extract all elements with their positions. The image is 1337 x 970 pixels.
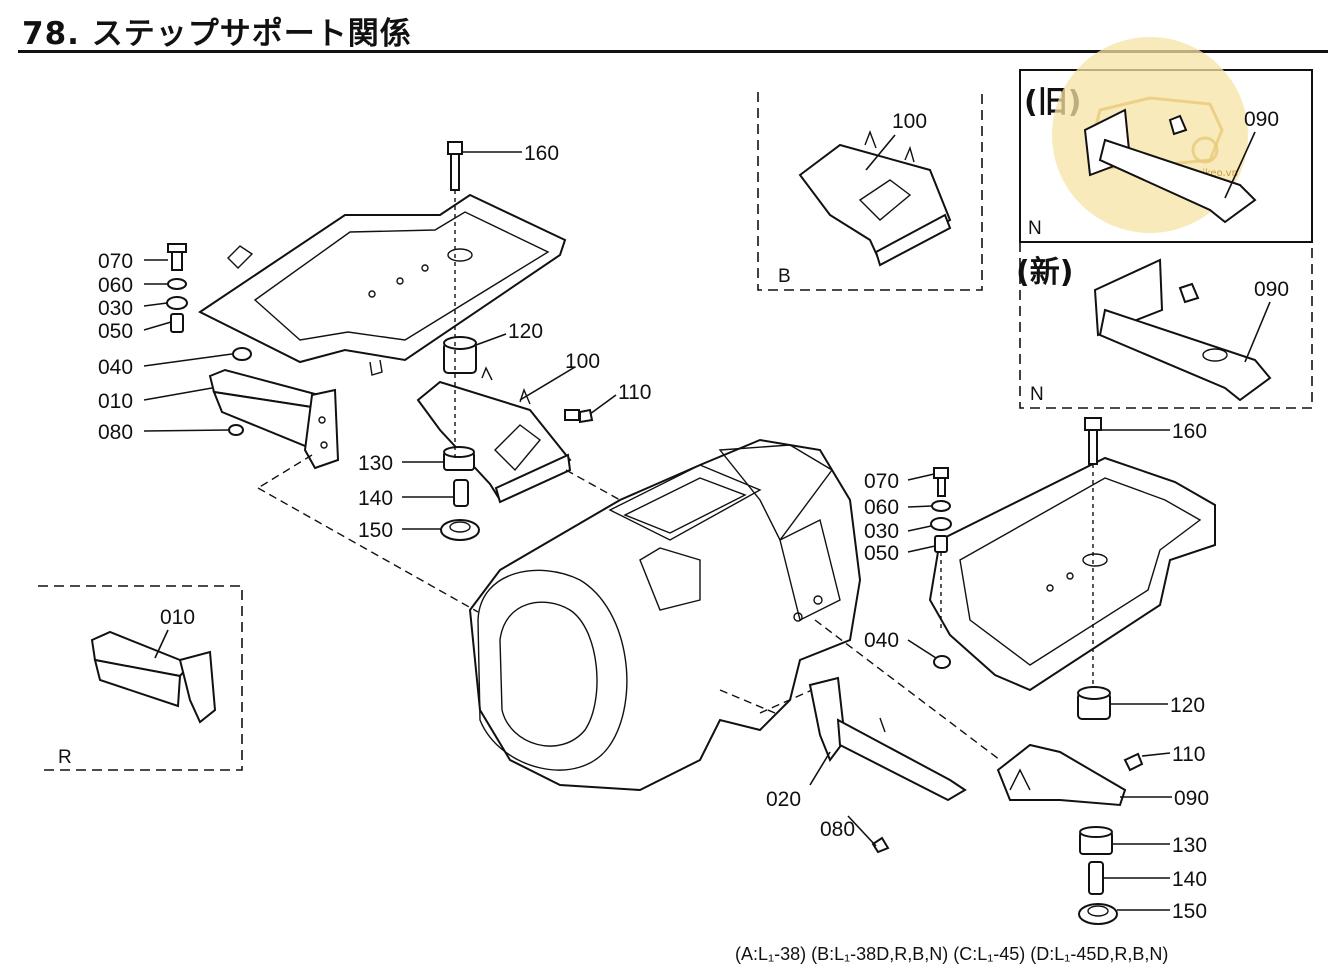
label-left-050: 050 xyxy=(98,320,133,343)
label-new-090: 090 xyxy=(1254,278,1289,301)
inset-box-b: B xyxy=(757,92,983,291)
label-left-110: 110 xyxy=(618,381,651,404)
label-left-160: 160 xyxy=(524,142,559,165)
inset-r-tag: R xyxy=(58,747,72,768)
label-left-130: 130 xyxy=(358,452,393,475)
label-right-150: 150 xyxy=(1172,900,1207,923)
label-right-050: 050 xyxy=(864,542,899,565)
label-left-070: 070 xyxy=(98,250,133,273)
inset-box-new: (新) N xyxy=(1016,242,1313,409)
label-left-030: 030 xyxy=(98,297,133,320)
label-left-060: 060 xyxy=(98,274,133,297)
new-tag: (新) xyxy=(1016,255,1073,290)
page-title: 78. ステップサポート関係 xyxy=(22,16,412,52)
label-r-010: 010 xyxy=(160,606,195,629)
part-labels: 160 070 060 030 050 040 010 080 120 100 … xyxy=(98,108,1289,923)
label-old-090: 090 xyxy=(1244,108,1279,131)
label-right-040: 040 xyxy=(864,629,899,652)
parts-diagram: B R (旧) N (新) N muoikeo.vn xyxy=(38,37,1313,925)
label-right-080: 080 xyxy=(820,818,855,841)
label-left-150: 150 xyxy=(358,519,393,542)
label-right-130: 130 xyxy=(1172,834,1207,857)
label-left-100: 100 xyxy=(565,350,600,373)
inset-new-n: N xyxy=(1030,384,1044,405)
inset-old-n: N xyxy=(1028,218,1042,239)
label-right-070: 070 xyxy=(864,470,899,493)
inset-b-part xyxy=(798,130,952,267)
label-right-020: 020 xyxy=(766,788,801,811)
inset-box-r: R xyxy=(38,585,243,771)
watermark-text: muoikeo.vn xyxy=(1180,168,1238,179)
leader-lines xyxy=(143,131,1271,911)
label-right-090: 090 xyxy=(1174,787,1209,810)
left-step-plate xyxy=(198,193,567,376)
label-right-160: 160 xyxy=(1172,420,1207,443)
right-bolt-stack xyxy=(930,467,952,669)
label-left-040: 040 xyxy=(98,356,133,379)
model-applicability-note: (A:L₁-38) (B:L₁-38D,R,B,N) (C:L₁-45) (D:… xyxy=(735,944,1169,964)
label-b-100: 100 xyxy=(892,110,927,133)
label-left-080: 080 xyxy=(98,421,133,444)
right-bracket-020 xyxy=(808,676,967,854)
left-bolt-160 xyxy=(447,141,463,460)
label-right-030: 030 xyxy=(864,520,899,543)
inset-new-part xyxy=(1093,258,1272,402)
right-mount-parts xyxy=(996,686,1144,925)
left-bolt-stack xyxy=(166,243,252,361)
label-left-010: 010 xyxy=(98,390,133,413)
inset-r-part xyxy=(90,630,217,724)
label-right-120: 120 xyxy=(1170,694,1205,717)
inset-old-part xyxy=(1083,108,1257,224)
transmission-housing xyxy=(468,438,862,792)
left-bracket-010 xyxy=(208,368,340,470)
label-left-140: 140 xyxy=(358,487,393,510)
alignment-lines xyxy=(257,454,1001,761)
label-left-120: 120 xyxy=(508,320,543,343)
right-bolt-160 xyxy=(1084,417,1102,690)
title-underline xyxy=(18,50,1328,53)
label-right-110: 110 xyxy=(1172,743,1205,766)
label-right-060: 060 xyxy=(864,496,899,519)
label-right-140: 140 xyxy=(1172,868,1207,891)
right-step-plate xyxy=(928,456,1216,692)
left-mount-parts xyxy=(416,336,594,541)
inset-b-tag: B xyxy=(778,266,791,287)
